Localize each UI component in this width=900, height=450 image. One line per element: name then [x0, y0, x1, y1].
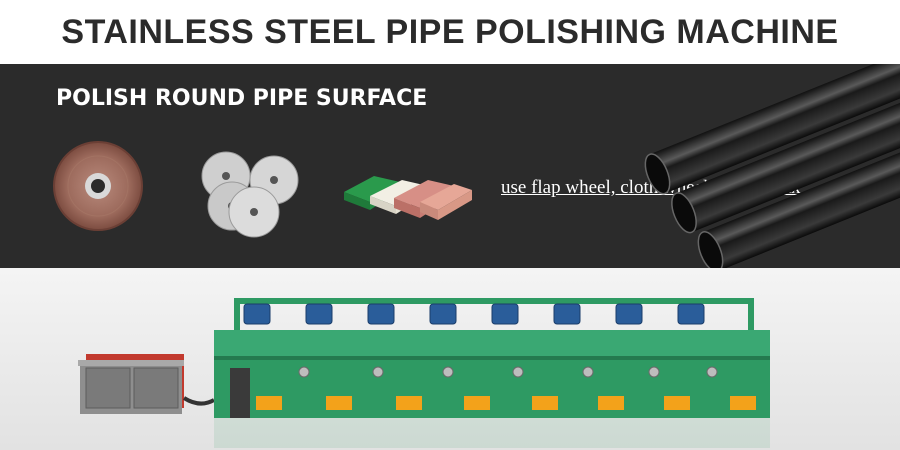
steel-pipes-image	[644, 64, 900, 268]
cloth-wheels-icon	[201, 151, 299, 238]
machine-showcase	[0, 268, 900, 450]
product-banner: POLISH ROUND PIPE SURFACE	[0, 64, 900, 268]
page-title: STAINLESS STEEL PIPE POLISHING MACHINE	[61, 12, 839, 51]
flap-wheel-icon	[53, 141, 143, 231]
polish-wax-icon	[344, 176, 472, 220]
polishing-machine-image	[78, 298, 770, 448]
banner-subtitle: POLISH ROUND PIPE SURFACE	[56, 86, 428, 111]
title-bar: STAINLESS STEEL PIPE POLISHING MACHINE	[0, 0, 900, 64]
control-cabinet	[78, 354, 184, 414]
